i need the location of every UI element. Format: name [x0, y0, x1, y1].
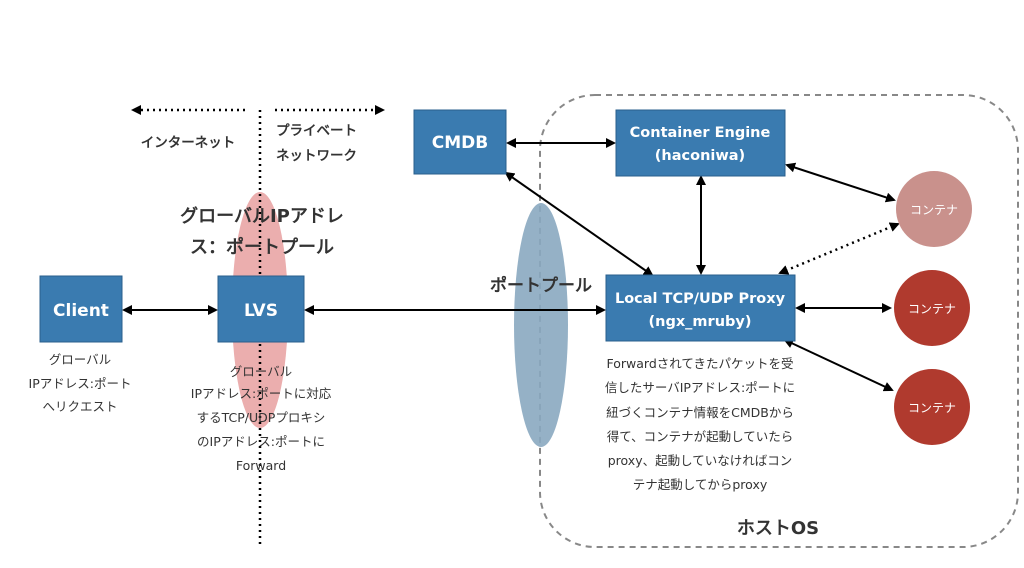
client-note-line3: へリクエスト — [42, 399, 117, 414]
port-pool-ellipse — [514, 203, 568, 447]
container-node-stopped[interactable] — [896, 171, 972, 247]
cmdb-box[interactable] — [413, 109, 507, 175]
proxy-note-line4: 得て、コンテナが起動していたら — [607, 429, 794, 444]
lvs-note-line4: のIPアドレス:ポートに — [197, 434, 325, 449]
lvs-box[interactable] — [217, 275, 305, 343]
cmdb-label: CMDB — [432, 133, 488, 153]
proxy-label-line1: Local TCP/UDP Proxy — [615, 291, 786, 307]
proxy-stopped-container-arrow — [778, 222, 900, 275]
private-network-label-line1: プライベート — [276, 123, 357, 139]
container-node-stopped-label: コンテナ — [910, 203, 958, 217]
proxy-box[interactable] — [605, 274, 796, 342]
lvs-note-line1: グローバル — [230, 364, 292, 379]
container-engine-box[interactable] — [615, 109, 786, 177]
host-os-label: ホストOS — [737, 518, 819, 539]
proxy-note-line6: テナ起動してからproxy — [633, 477, 768, 492]
global-ip-pool-label-line1: グローバルIPアドレ — [180, 205, 344, 227]
private-network-label-line2: ネットワーク — [276, 148, 357, 164]
engine-container-arrow — [785, 162, 896, 203]
container-engine-label-line1: Container Engine — [630, 125, 771, 141]
internet-label: インターネット — [141, 135, 236, 151]
client-note-line1: グローバル — [49, 352, 111, 367]
container-engine-label-line2: (haconiwa) — [655, 148, 745, 164]
proxy-note-line2: 信したサーバIPアドレス:ポートに — [605, 380, 795, 395]
lvs-note-line3: するTCP/UDPプロキシ — [197, 410, 326, 425]
client-note-line2: IPアドレス:ポート — [29, 376, 132, 391]
lvs-note-line2: IPアドレス:ポートに対応 — [191, 386, 332, 401]
port-pool-label: ポートプール — [490, 275, 592, 296]
container-node-running-2[interactable] — [894, 369, 970, 445]
proxy-container-3-arrow — [783, 338, 894, 392]
container-node-running-1-label: コンテナ — [908, 302, 956, 316]
global-ip-pool-label-line2: ス：ポートプール — [190, 236, 334, 258]
container-node-running-1[interactable] — [894, 270, 970, 346]
proxy-note-line3: 紐づくコンテナ情報をCMDBから — [606, 405, 794, 420]
cmdb-proxy-arrow — [504, 171, 654, 277]
proxy-note-line5: proxy、起動していなければコン — [608, 453, 792, 468]
proxy-label-line2: (ngx_mruby) — [649, 314, 752, 330]
client-box[interactable] — [39, 275, 123, 343]
proxy-note-line1: Forwardされてきたパケットを受 — [606, 356, 793, 371]
lvs-label: LVS — [244, 301, 278, 321]
client-label: Client — [53, 301, 109, 321]
lvs-note-line5: Forward — [236, 458, 286, 473]
container-node-running-2-label: コンテナ — [908, 401, 956, 415]
